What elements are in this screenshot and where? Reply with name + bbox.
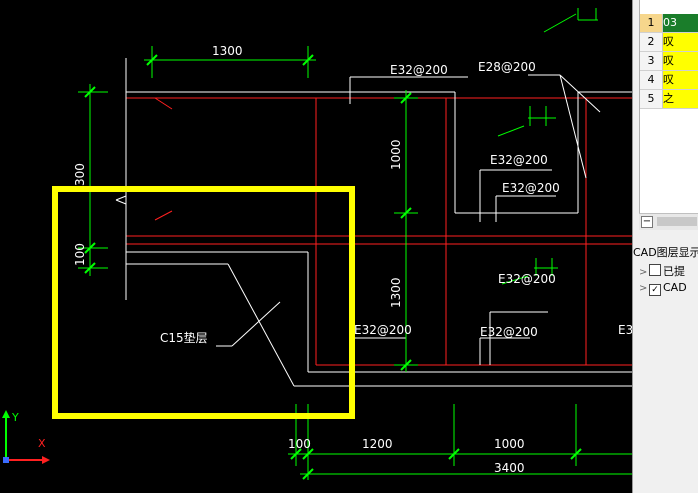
- rebar-label-e32-top: E32@200: [390, 63, 448, 77]
- grid-row-value[interactable]: 叹: [663, 33, 698, 51]
- grid-row-value[interactable]: 之: [663, 90, 698, 108]
- dimension-label-300: 300: [73, 163, 87, 186]
- rebar-label-e32-mid2: E32@200: [502, 181, 560, 195]
- grid-row-2[interactable]: 2 叹: [640, 33, 698, 52]
- grid-horizontal-scrollbar[interactable]: −: [639, 213, 698, 230]
- cad-drawing-canvas[interactable]: 1300 300 100 1000 1300 100 1200 1000 340…: [0, 0, 632, 493]
- dimension-label-1000-bottom: 1000: [494, 437, 525, 451]
- rebar-label-e32-low-right: E32@200: [498, 272, 556, 286]
- cushion-layer-note: C15垫层: [160, 330, 208, 345]
- grid-row-number: 1: [640, 14, 663, 32]
- checkbox-unchecked[interactable]: [649, 264, 661, 276]
- layer-tree[interactable]: > 已提 >✓CAD: [633, 262, 698, 322]
- grid-row-number: 2: [640, 33, 663, 51]
- panel-empty-area: [633, 322, 698, 493]
- layer-item-label: CAD: [663, 281, 687, 294]
- grid-row-number: 3: [640, 52, 663, 70]
- dimension-label-3400: 3400: [494, 461, 525, 475]
- cad-layer-panel-title: CAD图层显示: [633, 244, 698, 262]
- grid-row-value[interactable]: 03: [663, 14, 698, 32]
- scroll-thumb[interactable]: [657, 217, 697, 226]
- rebar-label-e32-low-left: E32@200: [354, 323, 412, 337]
- dimension-label-100-left: 100: [73, 243, 87, 266]
- rebar-label-e3-cut: E3: [618, 323, 632, 337]
- foundation-outline: [115, 58, 632, 387]
- dimension-label-1200: 1200: [362, 437, 393, 451]
- dimension-ticks: [84, 54, 582, 480]
- grid-row-number: 5: [640, 90, 663, 108]
- collapse-icon[interactable]: −: [641, 216, 653, 228]
- rebar-label-e32-low-mid: E32@200: [480, 325, 538, 339]
- rebar-label-e32-mid1: E32@200: [490, 153, 548, 167]
- checkbox-checked[interactable]: ✓: [649, 284, 661, 296]
- ucs-y-label: Y: [11, 411, 19, 424]
- layer-item-label: 已提: [663, 265, 685, 278]
- ucs-x-label: X: [38, 437, 46, 450]
- grid-row-1[interactable]: 1 03: [640, 14, 698, 33]
- layer-grid[interactable]: 1 03 2 叹 3 叹 4 叹 5 之: [639, 0, 698, 230]
- rebar-lines: [126, 97, 632, 366]
- rebar-label-e28-top: E28@200: [478, 60, 536, 74]
- grid-row-value[interactable]: 叹: [663, 71, 698, 89]
- grid-row-3[interactable]: 3 叹: [640, 52, 698, 71]
- highlight-box: [52, 186, 355, 419]
- chevron-right-icon[interactable]: >: [639, 283, 648, 294]
- dimension-label-1300-top: 1300: [212, 44, 243, 58]
- grid-row-value[interactable]: 叹: [663, 52, 698, 70]
- side-panel: 1 03 2 叹 3 叹 4 叹 5 之 − CAD图层显示 > 已提 >✓CAD: [632, 0, 698, 493]
- grid-row-4[interactable]: 4 叹: [640, 71, 698, 90]
- layer-item-extracted[interactable]: > 已提: [639, 264, 685, 280]
- chevron-right-icon[interactable]: >: [639, 267, 648, 278]
- ucs-icon: Y X: [2, 410, 50, 464]
- layer-item-cad[interactable]: >✓CAD: [639, 280, 687, 296]
- dimension-label-1300-mid: 1300: [389, 277, 403, 308]
- grid-row-5[interactable]: 5 之: [640, 90, 698, 109]
- dimension-label-100-bottom: 100: [288, 437, 311, 451]
- cad-drawing[interactable]: 1300 300 100 1000 1300 100 1200 1000 340…: [0, 0, 632, 493]
- grid-row-number: 4: [640, 71, 663, 89]
- dimension-label-1000-mid: 1000: [389, 139, 403, 170]
